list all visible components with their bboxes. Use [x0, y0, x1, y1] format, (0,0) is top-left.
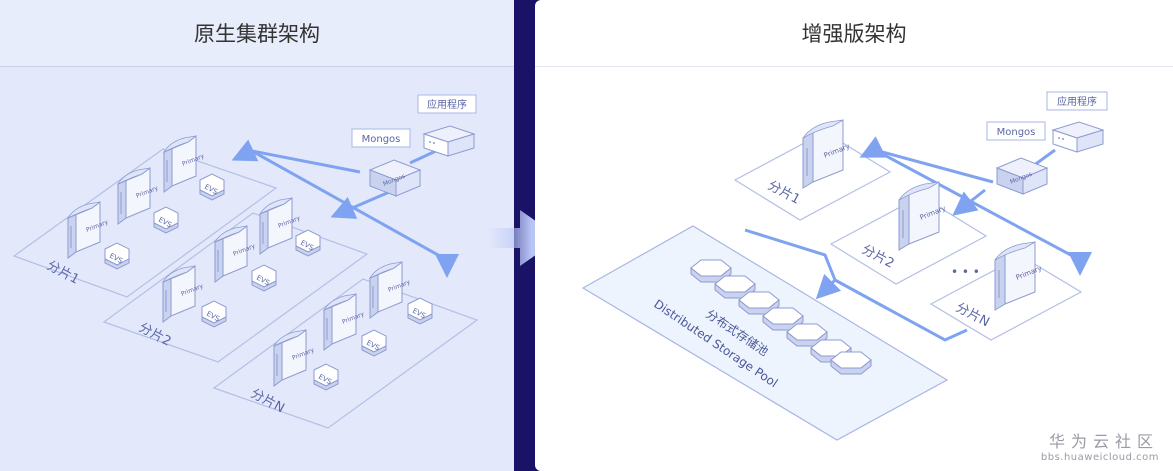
shard-plate-1	[12, 148, 278, 298]
watermark-url: bbs.huaweicloud.com	[1040, 452, 1159, 463]
shard-to-pool-arrow	[744, 228, 842, 300]
svg-text:Mongos: Mongos	[997, 127, 1036, 138]
shard-plate-2	[829, 195, 988, 285]
mongos-router: Mongos	[368, 159, 422, 197]
evs-disk: EVS	[251, 264, 277, 292]
server: Primary	[67, 201, 110, 259]
server: Primary	[117, 167, 160, 225]
right-panel-title: 增强版架构	[535, 0, 1173, 67]
evs-disk: EVS	[295, 229, 321, 257]
mongos-to-shard2-arrow	[330, 188, 395, 219]
server: Primary	[898, 181, 947, 251]
right-diagram: Primary Primary Primary 分片1 分片2 分片N • • …	[581, 91, 1108, 441]
evs-disk: EVS	[153, 206, 179, 234]
mongos-tag: Mongos	[986, 121, 1046, 141]
left-panel-title: 原生集群架构	[0, 0, 514, 67]
server: Primary	[323, 293, 366, 351]
left-diagram: Primary Primary Primary EVS EVS EVS 分片1 …	[12, 94, 479, 429]
application-server	[422, 125, 476, 157]
shard-label-2: 分片2	[136, 320, 173, 349]
storage-pool-plate	[581, 225, 949, 441]
application-server	[1051, 121, 1105, 153]
shard-label-1: 分片1	[44, 258, 81, 287]
shard-label-n: 分片N	[953, 300, 992, 330]
server: Primary	[162, 265, 205, 323]
right-panel: 增强版架构 Prim	[535, 0, 1173, 471]
server: Primary	[214, 225, 257, 283]
app-tag: 应用程序	[417, 94, 477, 114]
evs-disk: EVS	[407, 297, 433, 325]
server: Primary	[994, 241, 1043, 311]
app-to-mongos-line	[1032, 148, 1056, 168]
storage-hex	[830, 351, 872, 375]
svg-text:应用程序: 应用程序	[1057, 95, 1097, 108]
shard-plate-1	[733, 131, 892, 221]
ellipsis: • • •	[951, 265, 980, 279]
svg-text:Mongos: Mongos	[362, 134, 401, 145]
shard-label-1: 分片1	[765, 178, 802, 207]
server: Primary	[259, 197, 302, 255]
mongos-router: Mongos	[995, 157, 1049, 195]
evs-disk: EVS	[361, 329, 387, 357]
server: Primary	[163, 135, 206, 193]
app-tag: 应用程序	[1046, 91, 1108, 111]
app-to-mongos-line	[409, 148, 439, 165]
shardn-to-pool-line	[834, 278, 968, 342]
watermark: 华为云社区 bbs.huaweicloud.com	[1041, 428, 1159, 463]
server: Primary	[802, 119, 851, 189]
evs-disk: EVS	[104, 242, 130, 270]
mongos-to-shardn-arrow	[251, 149, 459, 278]
shard-plate-n	[929, 255, 1083, 341]
svg-text:应用程序: 应用程序	[427, 98, 467, 111]
server: Primary	[273, 329, 316, 387]
mongos-to-shardn-arrow	[874, 148, 1092, 276]
evs-disk: EVS	[201, 300, 227, 328]
mongos-tag: Mongos	[351, 128, 411, 148]
shard-label-n: 分片N	[248, 386, 287, 416]
shard-plate-n	[212, 278, 479, 429]
evs-disk: EVS	[199, 173, 225, 201]
shard-label-2: 分片2	[859, 242, 896, 271]
watermark-main: 华为云社区	[1048, 432, 1159, 451]
shard-plate-2	[102, 212, 369, 363]
server: Primary	[369, 261, 412, 319]
evs-disk: EVS	[313, 363, 339, 391]
left-panel: 原生集群架构	[0, 0, 514, 471]
